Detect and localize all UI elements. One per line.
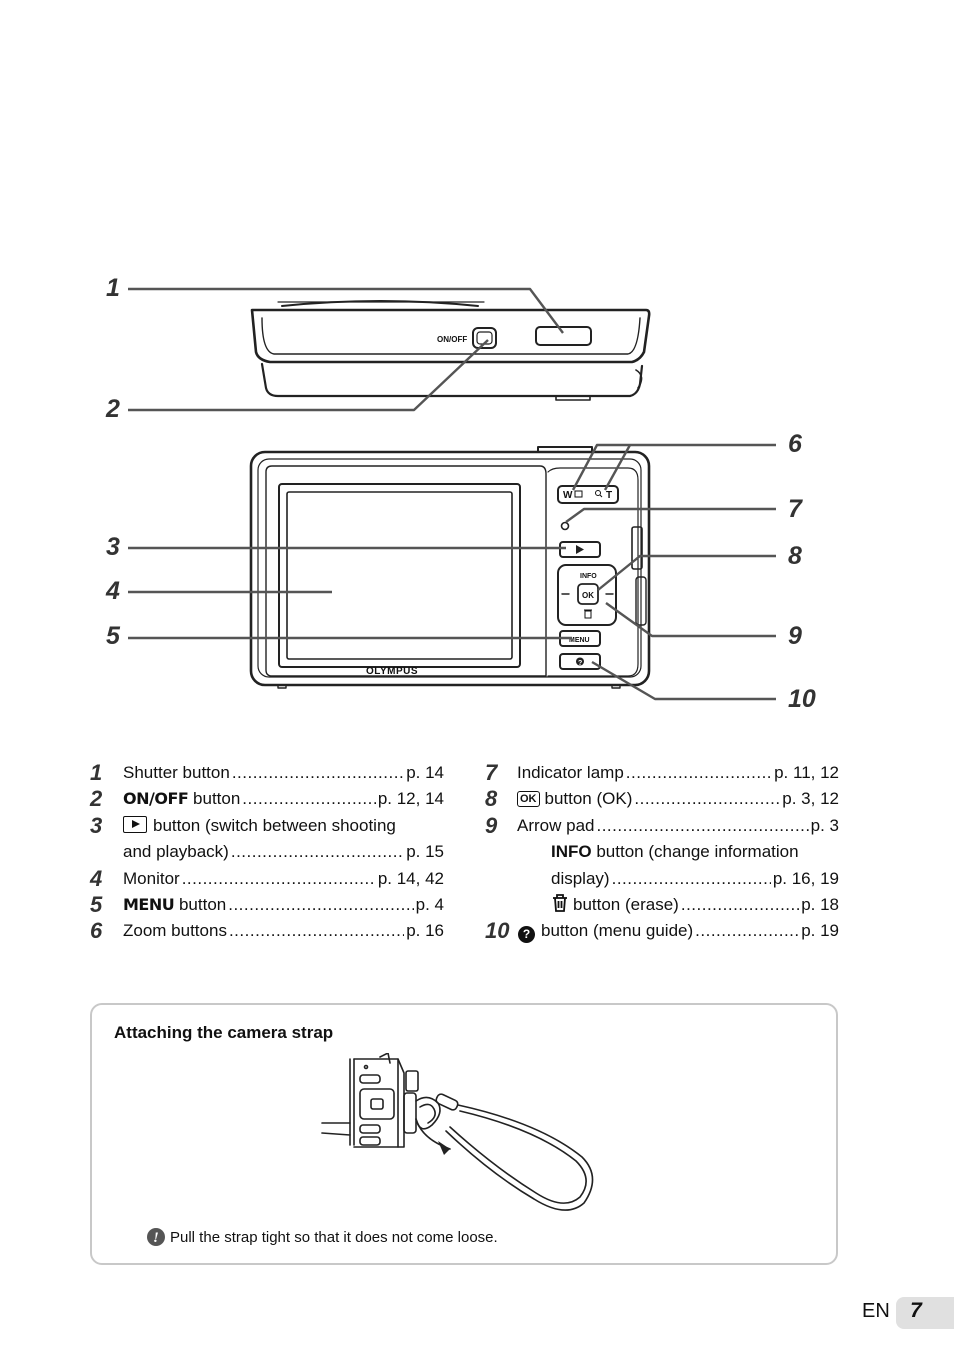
- language-label: EN: [862, 1300, 890, 1322]
- info-button-label: INFO: [551, 842, 592, 862]
- callout-10: 10: [788, 685, 816, 713]
- page-number-tab: 7: [896, 1297, 954, 1329]
- list-item: 2 ON/OFF buttonp. 12, 14: [90, 786, 444, 812]
- callout-6: 6: [788, 430, 802, 458]
- list-item: 10 ?button (menu guide)p. 19: [485, 918, 839, 944]
- ok-label: OK: [582, 591, 594, 600]
- list-item: 5 MENU buttonp. 4: [90, 892, 444, 918]
- trash-icon: [584, 609, 592, 619]
- callout-5: 5: [106, 622, 120, 650]
- on-off-label: ON/OFF: [437, 335, 467, 344]
- zoom-wide-label: W: [563, 490, 573, 501]
- help-icon: ?: [518, 926, 535, 944]
- callout-3: 3: [106, 533, 120, 561]
- zoom-tele-label: T: [606, 490, 612, 501]
- list-item: 7 Indicator lampp. 11, 12: [485, 760, 839, 786]
- list-item-continued: and playback)p. 15: [90, 839, 444, 865]
- strap-illustration: [321, 1053, 594, 1211]
- playback-icon: [123, 815, 147, 833]
- callout-4: 4: [106, 577, 120, 605]
- svg-text:!: !: [153, 1230, 159, 1246]
- strap-note: Pull the strap tight so that it does not…: [170, 1229, 498, 1246]
- strap-info-box: Attaching the camera strap: [90, 1003, 838, 1265]
- page-number: 7: [910, 1299, 922, 1322]
- callout-7: 7: [788, 495, 802, 523]
- list-item-sub: INFO button (change information: [551, 842, 799, 862]
- list-item: 1 Shutter buttonp. 14: [90, 760, 444, 786]
- list-item: 9 Arrow padp. 3: [485, 813, 839, 839]
- help-glyph: ?: [578, 660, 582, 667]
- camera-diagram: ON/OFF W T INFO OK MENU ? OLYMPUS: [128, 287, 776, 701]
- caution-icon: !: [147, 1228, 165, 1246]
- list-item-sub: button (erase)p. 18: [485, 892, 839, 918]
- list-item: 6 Zoom buttonsp. 16: [90, 918, 444, 944]
- callout-2: 2: [106, 395, 120, 423]
- strap-title: Attaching the camera strap: [114, 1023, 334, 1042]
- parts-list-left: 1 Shutter buttonp. 14 2 ON/OFF buttonp. …: [90, 760, 444, 945]
- info-label: INFO: [580, 573, 597, 580]
- callout-8: 8: [788, 542, 802, 570]
- on-off-button-label: ON/OFF: [123, 789, 189, 809]
- list-item: 4 Monitorp. 14, 42: [90, 866, 444, 892]
- camera-brand: OLYMPUS: [366, 666, 418, 677]
- menu-label: MENU: [569, 637, 590, 644]
- ok-icon: OK: [517, 791, 540, 808]
- callout-1: 1: [106, 274, 120, 302]
- trash-icon: [553, 894, 567, 912]
- list-item-continued: display)p. 16, 19: [485, 866, 839, 892]
- menu-button-label: MENU: [123, 894, 175, 914]
- callout-9: 9: [788, 622, 802, 650]
- list-item: 3 button (switch between shooting: [90, 812, 396, 838]
